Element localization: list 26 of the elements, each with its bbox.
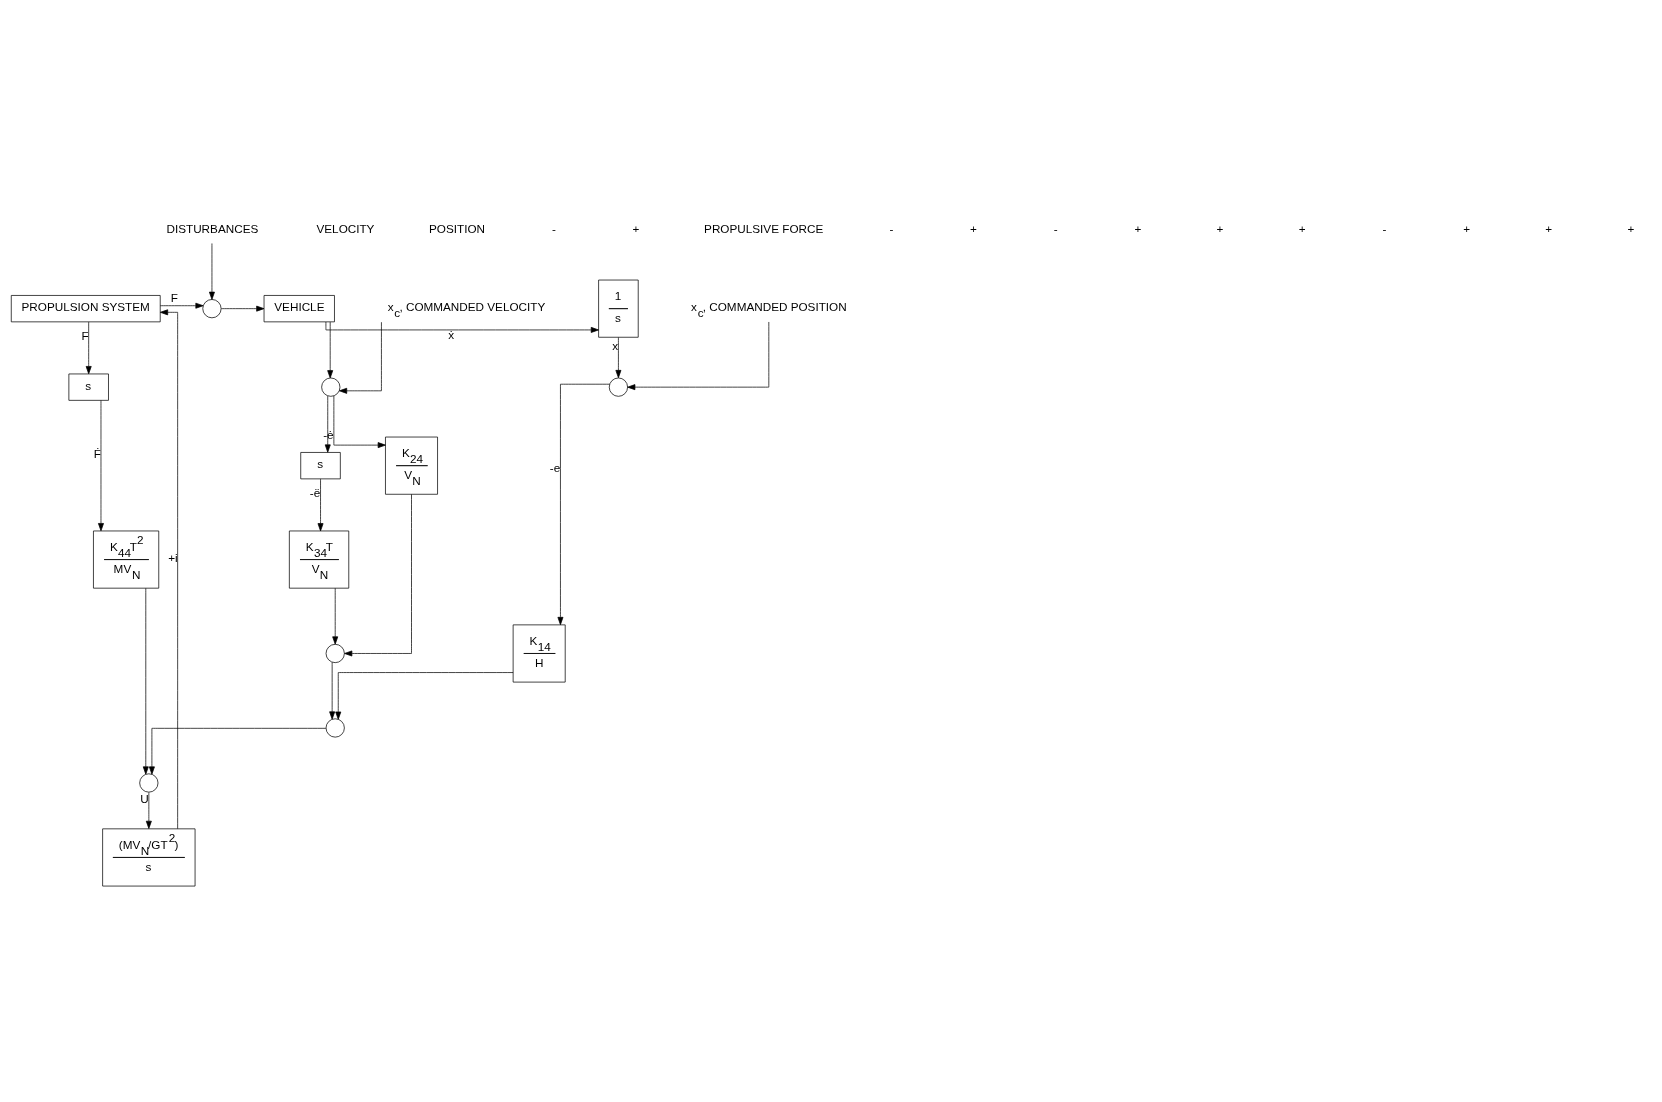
edge-label: U xyxy=(140,791,149,805)
edge-label: F xyxy=(170,290,178,304)
label: - xyxy=(551,221,556,235)
edge-label: +i xyxy=(168,550,178,564)
label: + xyxy=(970,221,977,235)
edge-label: F xyxy=(81,328,89,342)
edge-label: x xyxy=(612,338,619,352)
edge-label: -ë xyxy=(309,485,321,499)
label: POSITION xyxy=(429,221,485,235)
edge-label: ẋ xyxy=(448,327,455,341)
label: + xyxy=(1134,221,1142,235)
label: + xyxy=(1545,221,1553,235)
label: - xyxy=(1053,221,1058,235)
edge-label: -e xyxy=(549,460,561,474)
label: + xyxy=(1463,221,1470,235)
label: + xyxy=(1216,221,1224,235)
edge-label: -ė xyxy=(323,427,334,441)
label: PROPULSIVE FORCE xyxy=(704,221,824,235)
label: + xyxy=(632,221,640,235)
label: + xyxy=(1627,221,1635,235)
label: + xyxy=(1298,221,1306,235)
node-text: DISTURBANCES xyxy=(166,221,259,235)
edge-label: Ḟ xyxy=(93,446,101,460)
label: - xyxy=(1382,221,1387,235)
label: VELOCITY xyxy=(316,221,375,235)
label: - xyxy=(889,221,894,235)
